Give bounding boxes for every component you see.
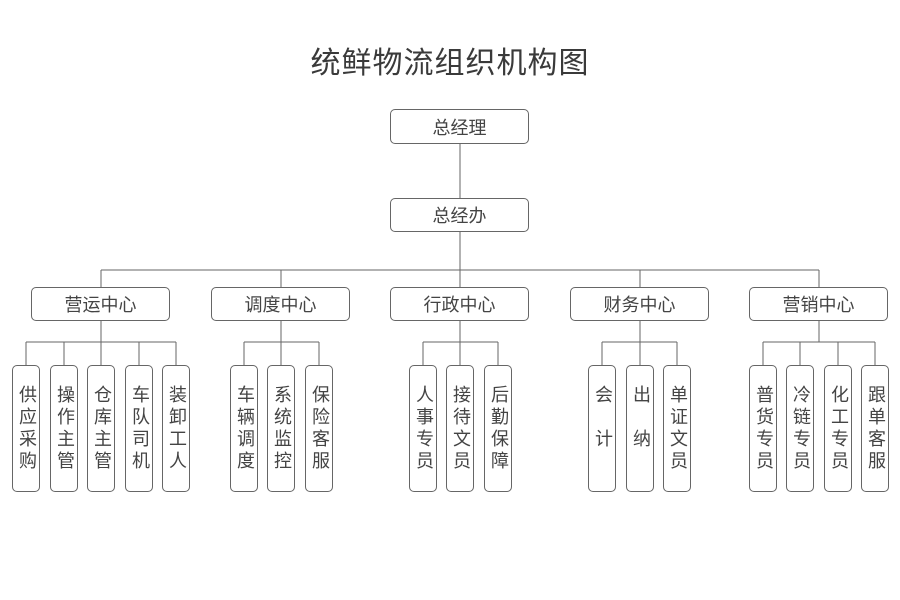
node-role: 车队司机 [125,365,153,492]
node-role: 操作主管 [50,365,78,492]
node-dept-marketing: 营销中心 [749,287,888,321]
node-role: 出纳 [626,365,654,492]
node-root: 总经理 [390,109,529,144]
node-role: 系统监控 [267,365,295,492]
node-role: 跟单客服 [861,365,889,492]
node-role: 单证文员 [663,365,691,492]
node-role: 人事专员 [409,365,437,492]
node-dept-administration: 行政中心 [390,287,529,321]
node-dept-operations: 营运中心 [31,287,170,321]
node-role: 装卸工人 [162,365,190,492]
node-role: 化工专员 [824,365,852,492]
node-office: 总经办 [390,198,529,232]
node-dept-dispatch: 调度中心 [211,287,350,321]
node-role: 保险客服 [305,365,333,492]
chart-title: 统鲜物流组织机构图 [310,46,590,81]
node-role: 冷链专员 [786,365,814,492]
node-role: 仓库主管 [87,365,115,492]
node-role: 车辆调度 [230,365,258,492]
node-role: 普货专员 [749,365,777,492]
node-role: 供应采购 [12,365,40,492]
node-dept-finance: 财务中心 [570,287,709,321]
node-role: 会计 [588,365,616,492]
node-role: 接待文员 [446,365,474,492]
node-role: 后勤保障 [484,365,512,492]
